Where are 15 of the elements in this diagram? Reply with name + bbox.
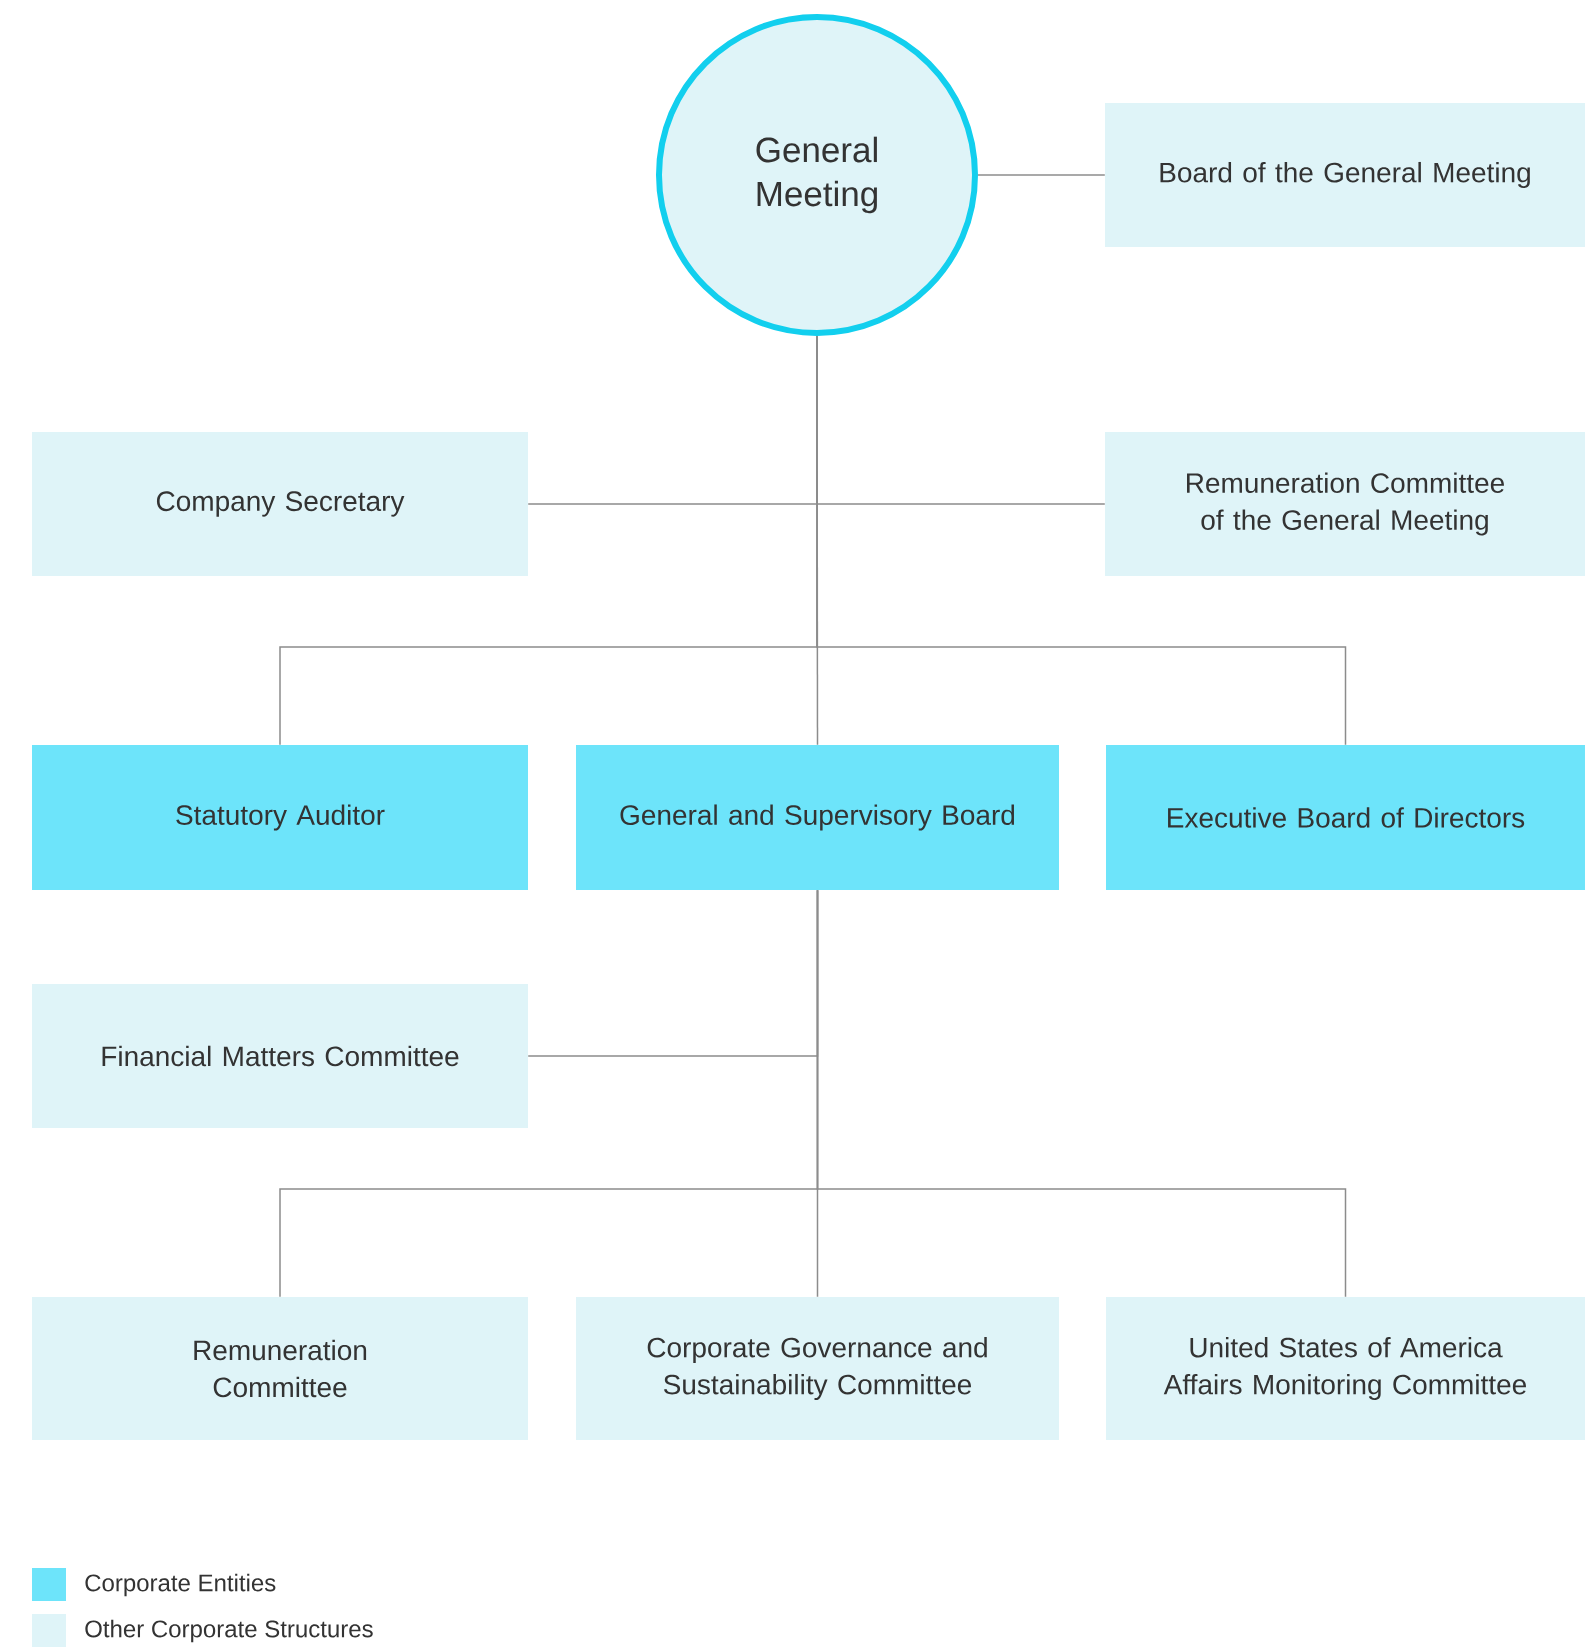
connector-line xyxy=(977,174,1106,176)
entity-box: General and Supervisory Board xyxy=(576,745,1059,890)
structure-box: Corporate Governance and Sustainability Committee xyxy=(576,1297,1059,1440)
legend-label: Other Corporate Structures xyxy=(85,1619,373,1643)
structure-box: Remuneration Committee xyxy=(32,1297,528,1440)
structure-box: Board of the General Meeting xyxy=(1105,103,1585,247)
legend-label: Corporate Entities xyxy=(85,1573,276,1597)
structure-box: Remuneration Committee of the General Meeting xyxy=(1105,432,1585,576)
structure-box: Company Secretary xyxy=(32,432,528,576)
entity-box: Executive Board of Directors xyxy=(1106,745,1585,890)
connector-line xyxy=(816,335,1347,746)
structure-box: United States of America Affairs Monitoring Committee xyxy=(1106,1297,1585,1440)
structure-box: Financial Matters Committee xyxy=(32,984,528,1128)
entity-box: Statutory Auditor xyxy=(32,745,528,890)
connector-line xyxy=(816,889,1347,1298)
